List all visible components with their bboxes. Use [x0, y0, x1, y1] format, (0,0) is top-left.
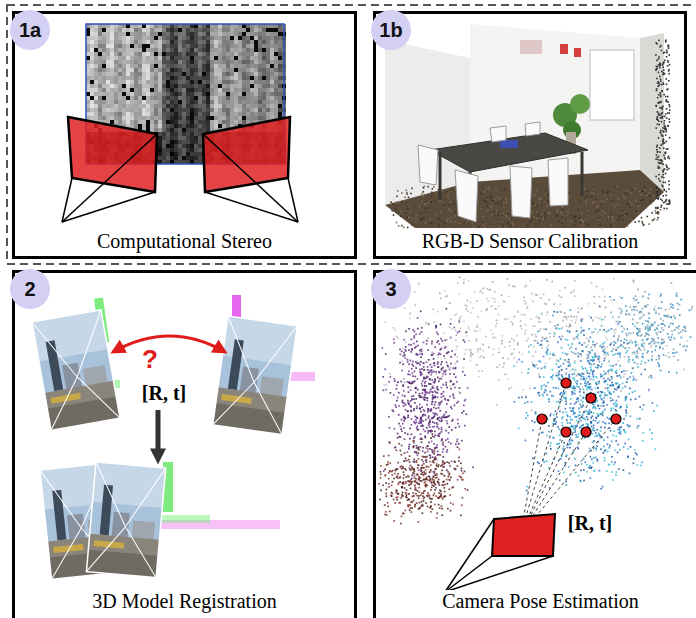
figure-stage: Computational Stereo1aRGB-D Sensor Calib… [0, 0, 696, 618]
